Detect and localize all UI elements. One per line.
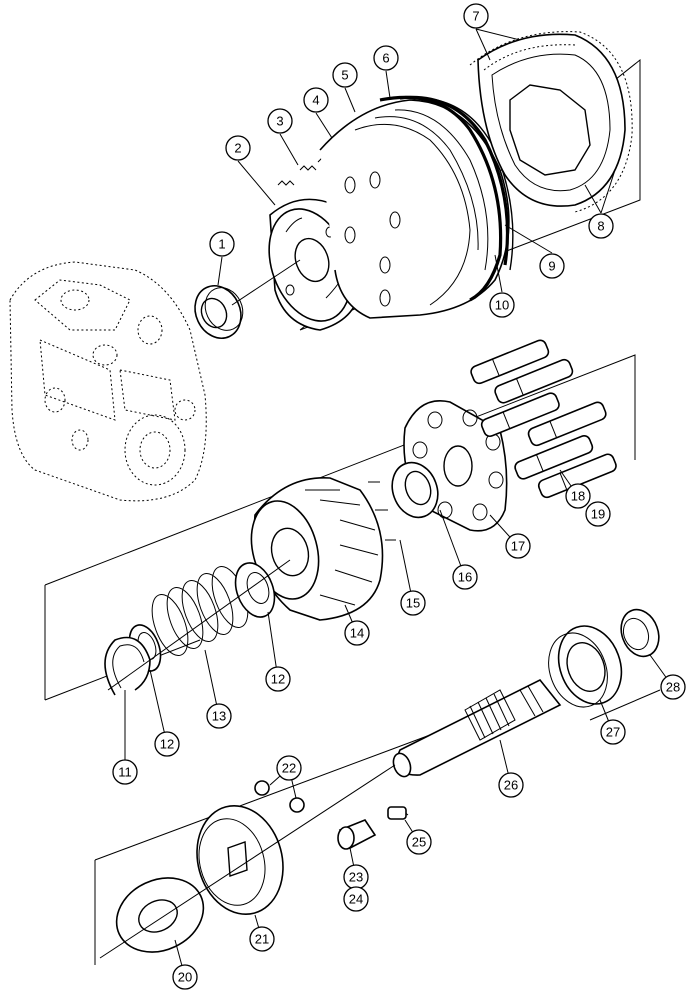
bearing-27 xyxy=(548,625,623,708)
callout-14: 14 xyxy=(344,620,370,646)
callout-label: 19 xyxy=(591,507,605,522)
callout-5: 5 xyxy=(332,62,358,88)
callout-label: 12 xyxy=(271,672,285,687)
callout-11: 11 xyxy=(112,759,138,785)
cover-ring-7-8 xyxy=(469,31,633,213)
callout-16: 16 xyxy=(452,564,478,590)
callout-label: 6 xyxy=(382,51,389,66)
callout-label: 9 xyxy=(548,259,555,274)
callout-label: 2 xyxy=(234,141,241,156)
callout-label: 1 xyxy=(218,237,225,252)
callout-label: 20 xyxy=(178,970,192,985)
callout-label: 18 xyxy=(571,489,585,504)
callout-label: 26 xyxy=(504,778,518,793)
balls-22 xyxy=(254,780,305,813)
callout-label: 21 xyxy=(255,932,269,947)
callout-28: 28 xyxy=(660,674,686,700)
callout-6: 6 xyxy=(373,45,399,71)
callout-9: 9 xyxy=(539,253,565,279)
cover-21 xyxy=(196,804,284,916)
callout-7: 7 xyxy=(463,3,489,29)
callout-label: 23 xyxy=(349,870,363,885)
callout-label: 10 xyxy=(495,298,509,313)
callout-15: 15 xyxy=(400,590,426,616)
callout-label: 14 xyxy=(350,626,364,641)
callout-label: 22 xyxy=(282,761,296,776)
motor-body-4-5 xyxy=(319,99,510,319)
callout-label: 7 xyxy=(472,9,479,24)
callout-label: 3 xyxy=(276,114,283,129)
callout-label: 17 xyxy=(511,539,525,554)
washer-20 xyxy=(115,877,205,953)
callout-label: 27 xyxy=(606,725,620,740)
callout-12b: 12 xyxy=(265,666,291,692)
callout-18: 18 xyxy=(565,483,591,509)
callout-17: 17 xyxy=(505,533,531,559)
bearing-1 xyxy=(194,285,244,339)
callout-label: 4 xyxy=(312,93,319,108)
callout-13: 13 xyxy=(206,703,232,729)
callout-20: 20 xyxy=(172,964,198,990)
callout-2: 2 xyxy=(225,135,251,161)
callout-label: 25 xyxy=(412,835,426,850)
callout-8: 8 xyxy=(588,213,614,239)
motor-housing xyxy=(9,261,207,502)
callout-24: 24 xyxy=(343,886,369,912)
pins-15 xyxy=(368,481,396,541)
cylinder-block-14 xyxy=(250,477,384,621)
callout-label: 16 xyxy=(458,570,472,585)
callout-label: 5 xyxy=(341,68,348,83)
callout-10: 10 xyxy=(489,292,515,318)
callout-4: 4 xyxy=(303,87,329,113)
plug-23-24 xyxy=(337,819,377,850)
callout-22: 22 xyxy=(276,755,302,781)
bearing-race-28 xyxy=(620,608,660,658)
callout-label: 8 xyxy=(597,219,604,234)
callout-label: 24 xyxy=(349,892,363,907)
callout-23: 23 xyxy=(343,864,369,890)
callout-19: 19 xyxy=(585,501,611,527)
callout-21: 21 xyxy=(249,926,275,952)
snap-ring-11 xyxy=(104,636,151,696)
pistons-18-19 xyxy=(470,339,617,499)
callout-label: 12 xyxy=(160,737,174,752)
callout-25: 25 xyxy=(406,829,432,855)
callout-12a: 12 xyxy=(154,731,180,757)
callout-label: 15 xyxy=(406,596,420,611)
callout-26: 26 xyxy=(498,772,524,798)
shaft-26 xyxy=(392,678,562,778)
callout-label: 11 xyxy=(118,765,132,780)
callout-3: 3 xyxy=(267,108,293,134)
callout-label: 28 xyxy=(666,680,680,695)
callout-label: 13 xyxy=(212,709,226,724)
set-screw-25 xyxy=(387,806,409,820)
callout-1: 1 xyxy=(209,231,235,257)
callout-27: 27 xyxy=(600,719,626,745)
retainer-16 xyxy=(391,461,439,519)
